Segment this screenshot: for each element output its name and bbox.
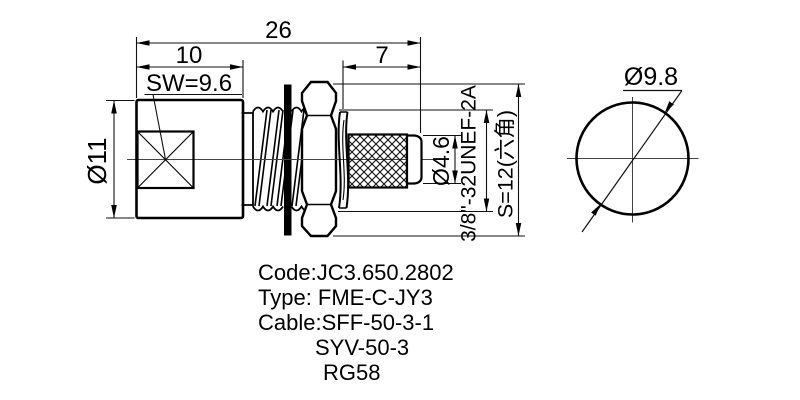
note-cable-alt2: RG58 (323, 360, 380, 385)
dim-wrench-flat-label: SW=9.6 (146, 70, 232, 97)
end-view: Ø9.8 (567, 63, 699, 233)
notes-block: Code:JC3.650.2802 Type: FME-C-JY3 Cable:… (258, 260, 454, 385)
dim-body-diameter-label: Ø11 (82, 137, 112, 184)
thread-helix-lines (254, 109, 309, 207)
dimension-arrowheads (111, 40, 522, 236)
panel-hole-circle (575, 101, 690, 216)
socket-square-outline (136, 130, 195, 190)
note-type: Type: FME-C-JY3 (258, 285, 433, 310)
dim-rear-length-label: 7 (375, 42, 388, 69)
knurled-sleeve-outline (347, 133, 409, 189)
knurled-sleeve (347, 133, 409, 189)
note-cable-alt1: SYV-50-3 (315, 335, 409, 360)
lock-washer-inner-line (342, 119, 345, 201)
note-code: Code:JC3.650.2802 (258, 260, 454, 285)
dia98-arrowheads (591, 101, 674, 216)
dim-thread-spec-label: 3/8"-32UNEF-2A (458, 85, 481, 242)
dim-dia98-diagonal (581, 90, 683, 233)
lock-washer (337, 111, 350, 209)
dim-crimp-diameter-label: Ø4.6 (428, 136, 454, 186)
lock-washer-left-edge (337, 111, 342, 209)
dim-hex-size-label: S=12(六角) (494, 110, 518, 218)
thread-bottom-profile (252, 204, 284, 212)
socket-square (136, 130, 195, 190)
thread-top-profile (252, 106, 284, 114)
dim-panel-hole-diameter-label: Ø9.8 (624, 63, 678, 91)
note-cable: Cable:SFF-50-3-1 (258, 310, 434, 335)
hex-nut-facet-lines (307, 114, 331, 206)
cable-entry-cap (405, 134, 423, 185)
side-view: 26 10 7 SW=9.6 Ø11 Ø4.6 3/8"-32UNEF-2A S… (82, 17, 525, 242)
lock-washer-ends (339, 111, 348, 209)
sw-leader-line (152, 94, 167, 160)
dim-overall-length-label: 26 (265, 17, 292, 44)
socket-square-diagonals (137, 131, 194, 189)
lock-washer-right-edge (345, 111, 350, 209)
dim-body-length-label: 10 (176, 42, 203, 69)
